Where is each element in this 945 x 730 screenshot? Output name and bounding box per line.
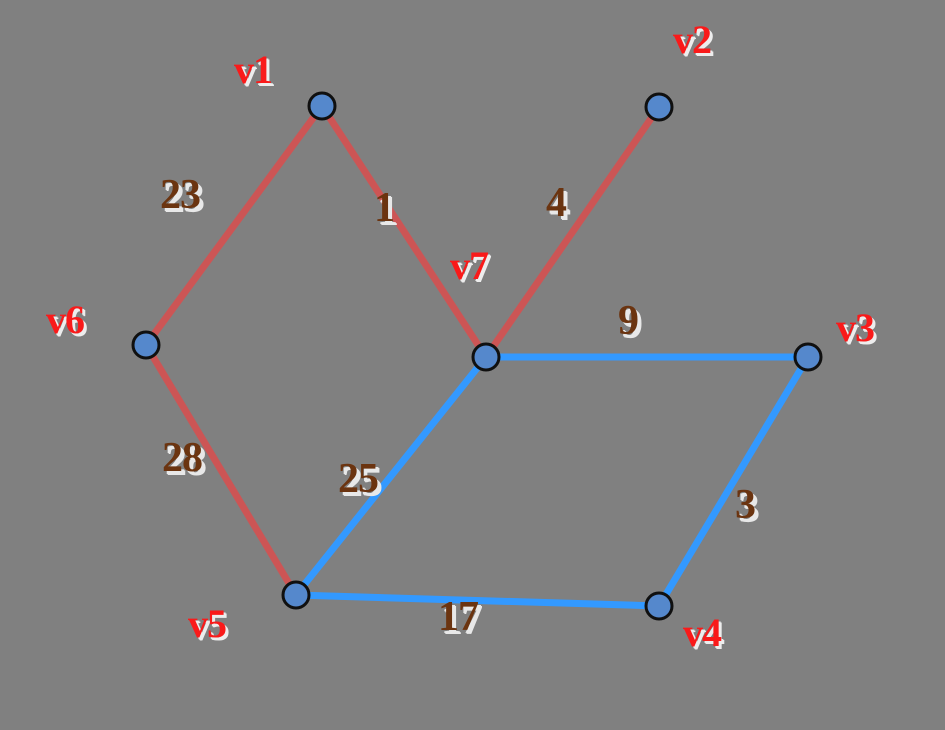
graph-edge-v6-v1[interactable]	[143, 103, 325, 348]
graph-edge-v7-v2[interactable]	[483, 105, 662, 359]
graph-edge-v5-v4[interactable]	[295, 591, 660, 610]
nodes-layer	[131, 91, 823, 621]
graph-node-v5[interactable]	[281, 580, 311, 610]
edges-layer	[142, 103, 812, 610]
graph-node-v4[interactable]	[644, 591, 674, 621]
graph-node-v3[interactable]	[793, 342, 823, 372]
graph-node-v6[interactable]	[131, 330, 161, 360]
graph-edge-v1-v7[interactable]	[319, 104, 489, 359]
graph-node-v1[interactable]	[307, 91, 337, 121]
graph-edge-v6-v5[interactable]	[142, 343, 300, 597]
graph-edge-v3-v4[interactable]	[655, 355, 812, 608]
graph-node-v7[interactable]	[471, 342, 501, 372]
graph-edge-v5-v7[interactable]	[293, 354, 489, 598]
graph-node-v2[interactable]	[644, 92, 674, 122]
